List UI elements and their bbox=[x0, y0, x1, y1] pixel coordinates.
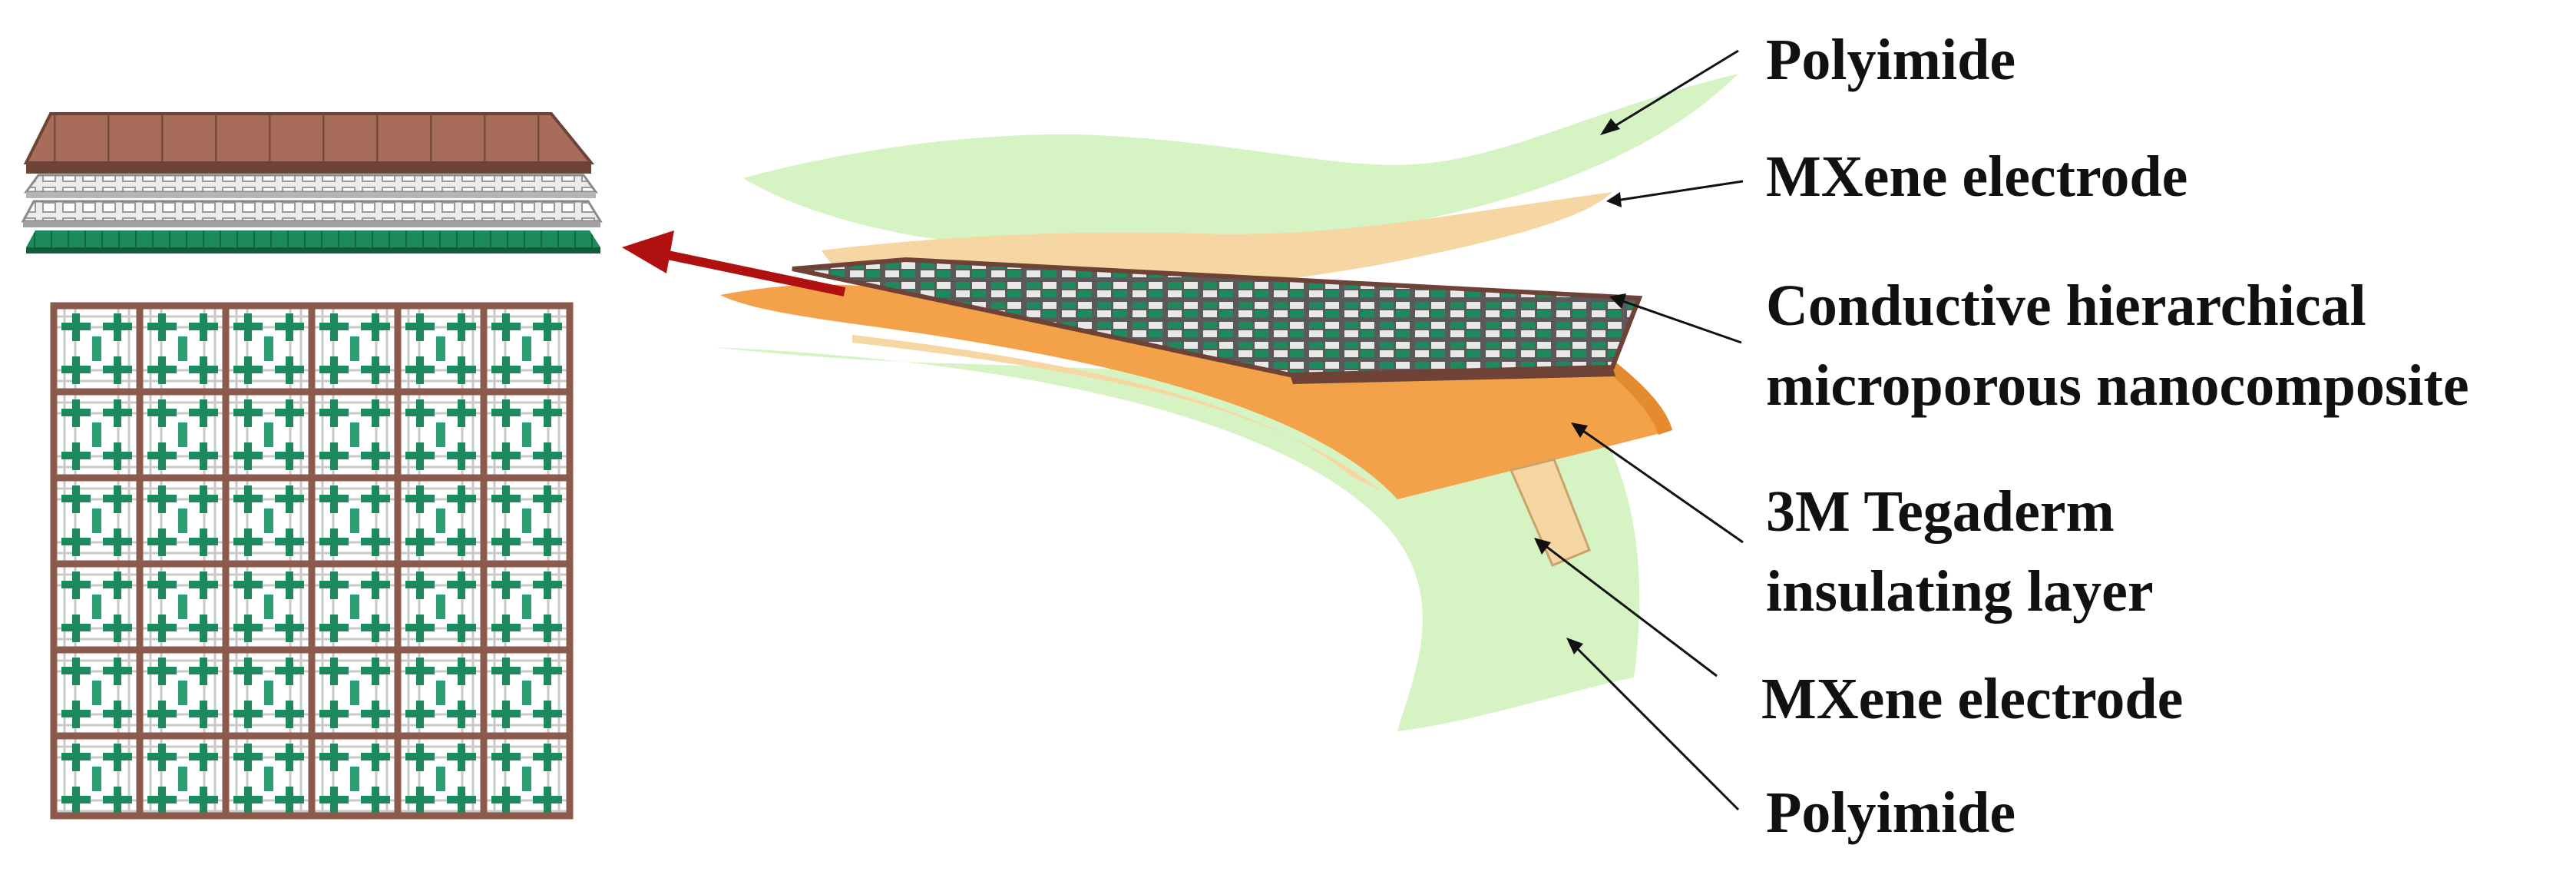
leader-polyimide-top bbox=[1604, 49, 1739, 134]
stack-mesh-layer-2 bbox=[21, 200, 603, 223]
leader-nanocomposite bbox=[1613, 297, 1742, 344]
zoom-arrow bbox=[622, 230, 846, 297]
label-nanocomposite-line1: Conductive hierarchical bbox=[1766, 273, 2366, 338]
label-polyimide-bottom: Polyimide bbox=[1766, 780, 2016, 845]
stack-mesh-layer-1 bbox=[24, 174, 598, 194]
leader-arrowheads bbox=[1534, 118, 1626, 654]
leader-tegaderm bbox=[1575, 424, 1744, 544]
nanocomposite-top-view bbox=[50, 302, 574, 820]
leader-lines bbox=[1538, 49, 1744, 811]
device-layers bbox=[714, 74, 1738, 731]
label-tegaderm-line2: insulating layer bbox=[1766, 559, 2154, 624]
stack-top-layer bbox=[23, 112, 595, 164]
layer-stack-exploded bbox=[21, 112, 603, 253]
mxene-bottom-tab bbox=[1509, 458, 1591, 567]
label-tegaderm-line1: 3M Tegaderm bbox=[1766, 479, 2115, 544]
label-polyimide-top: Polyimide bbox=[1766, 28, 2016, 92]
leader-mxene-bottom bbox=[1538, 539, 1718, 678]
nanocomposite-sheet bbox=[792, 257, 1643, 378]
leader-polyimide-bottom bbox=[1569, 641, 1740, 811]
label-mxene-top: MXene electrode bbox=[1766, 144, 2188, 209]
leader-mxene-top bbox=[1610, 180, 1744, 203]
stack-green-layer bbox=[26, 230, 600, 247]
label-mxene-bottom: MXene electrode bbox=[1761, 667, 2184, 731]
polyimide-top-sheet bbox=[743, 74, 1738, 249]
label-nanocomposite-line2: microporous nanocomposite bbox=[1766, 353, 2469, 418]
